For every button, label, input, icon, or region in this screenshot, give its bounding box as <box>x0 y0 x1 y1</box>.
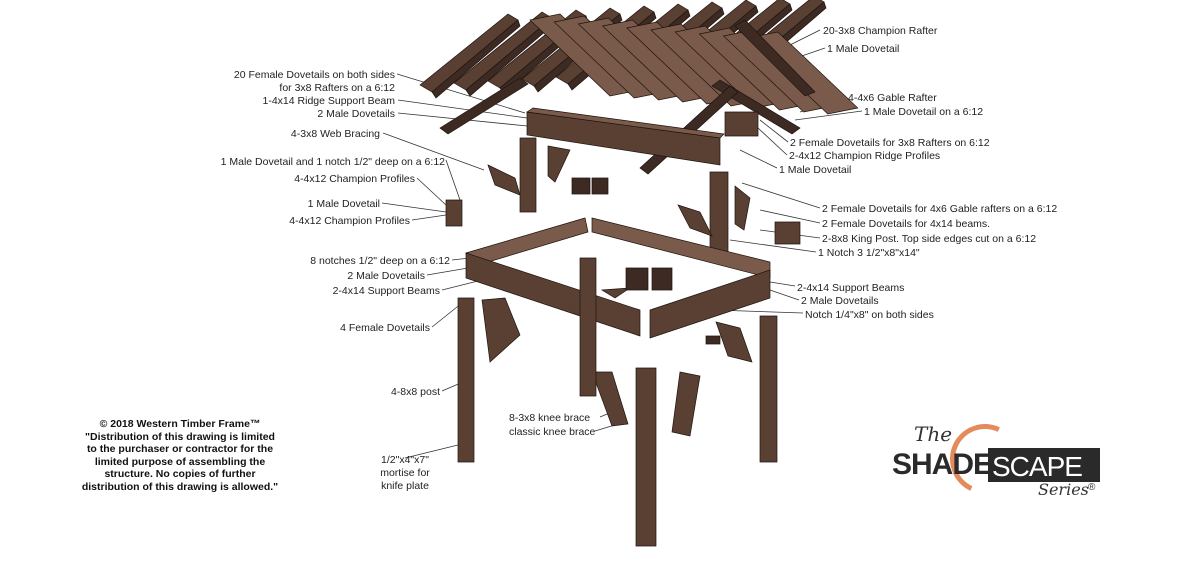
label-rafter: 20-3x8 Champion Rafter <box>823 25 938 37</box>
knee-brace <box>600 287 632 299</box>
post <box>759 315 778 463</box>
knee-brace-block <box>651 267 673 291</box>
shadescape-logo: The SHADE SCAPE Series ® <box>888 414 1108 510</box>
leader-line <box>416 177 447 206</box>
gable-rafter <box>439 77 529 135</box>
leader-line <box>789 29 821 46</box>
label-male-dovetail-top: 1 Male Dovetail <box>827 43 900 55</box>
leader-line <box>381 202 447 213</box>
knee-brace <box>481 297 521 363</box>
copyright-line: distribution of this drawing is allowed.… <box>81 480 279 493</box>
leader-line <box>397 99 528 119</box>
label-knee-brace-1: 8-3x8 knee brace <box>509 412 591 424</box>
label-male-dovetails-2a: 2 Male Dovetails <box>317 108 395 120</box>
leader-line <box>441 279 483 291</box>
leader-line <box>382 132 485 171</box>
logo-scape: SCAPE <box>992 451 1083 482</box>
leader-line <box>411 214 447 221</box>
ridge-beam-top <box>526 107 725 139</box>
label-female-4: 4 Female Dovetails <box>340 322 430 334</box>
leader-line <box>426 267 469 276</box>
web-bracing <box>547 145 571 183</box>
knee-brace <box>715 321 753 363</box>
rafter-left-side <box>431 19 521 99</box>
timber-parts <box>419 0 859 547</box>
label-female-gable: 2 Female Dovetails for 4x6 Gable rafters… <box>822 203 1058 215</box>
label-knee-brace-2: classic knee brace <box>509 426 596 438</box>
label-male-dovetail-612: 1 Male Dovetail on a 6:12 <box>864 106 984 118</box>
logo-scape-box <box>988 448 1100 482</box>
leader-line <box>396 73 526 114</box>
leader-line <box>404 443 463 459</box>
leader-line <box>759 119 789 143</box>
knee-brace-block <box>625 267 649 291</box>
king-post <box>519 137 537 213</box>
copyright-notice: © 2018 Western Timber Frame™ "Distributi… <box>80 418 280 493</box>
copyright-line: © 2018 Western Timber Frame™ <box>99 418 261 430</box>
leader-line <box>741 182 821 209</box>
leader-line <box>759 209 821 224</box>
champion-profile <box>571 177 591 195</box>
label-mortise-2: mortise for <box>380 467 430 479</box>
leader-line <box>739 149 778 169</box>
logo-shade: SHADE <box>892 448 993 481</box>
leader-line <box>445 159 461 201</box>
label-female-dovetails-3x8: 2 Female Dovetails for 3x8 Rafters on 6:… <box>790 137 990 149</box>
ridge-profile <box>724 111 759 137</box>
label-male-dovetails-2b: 2 Male Dovetails <box>347 270 425 282</box>
logo-registered-mark: ® <box>1088 482 1096 493</box>
knee-brace <box>671 371 701 437</box>
leader-line <box>769 281 796 287</box>
king-post <box>709 171 729 259</box>
label-notch-3: 1 Notch 3 1/2"x8"x14" <box>818 247 920 259</box>
champion-profile <box>445 199 463 227</box>
label-support-beams-right: 2-4x14 Support Beams <box>797 282 905 294</box>
copyright-line: limited purpose of assembling the <box>94 455 266 468</box>
web-bracing <box>487 164 521 196</box>
support-beam-front-right <box>649 269 771 339</box>
leader-line <box>757 127 788 156</box>
copyright-line: to the purchaser or contractor for the <box>86 443 274 455</box>
label-female-dovetails-2: for 3x8 Rafters on a 6:12 <box>279 82 395 94</box>
label-web-bracing: 4-3x8 Web Bracing <box>290 128 380 140</box>
gable-rafter <box>734 19 816 97</box>
logo-the: The <box>914 422 953 446</box>
knee-brace-block <box>705 335 721 345</box>
label-support-beams-left: 2-4x14 Support Beams <box>332 285 440 297</box>
label-champion-profiles-a: 4-4x12 Champion Profiles <box>294 173 415 185</box>
post <box>635 367 657 547</box>
knee-brace <box>591 371 629 427</box>
label-mortise-3: knife plate <box>381 480 429 492</box>
leader-line <box>769 289 800 301</box>
label-ridge-profiles: 2-4x12 Champion Ridge Profiles <box>789 150 941 162</box>
label-male-dovetails-2c: 2 Male Dovetails <box>801 295 879 307</box>
web-bracing <box>734 185 751 231</box>
label-notches-8: 8 notches 1/2" deep on a 6:12 <box>310 255 450 267</box>
logo-series: Series <box>1038 480 1089 499</box>
copyright-line: structure. No copies of further <box>104 468 256 480</box>
leader-line <box>729 239 817 253</box>
leader-line <box>794 110 863 121</box>
label-king-post: 2-8x8 King Post. Top side edges cut on a… <box>822 233 1037 245</box>
label-ridge-beam: 1-4x14 Ridge Support Beam <box>262 95 396 107</box>
champion-profile <box>774 221 801 245</box>
copyright-line: "Distribution of this drawing is limited <box>85 430 275 443</box>
label-dovetail-notch: 1 Male Dovetail and 1 notch 1/2" deep on… <box>220 156 445 168</box>
label-post: 4-8x8 post <box>390 386 440 398</box>
label-female-4x14: 2 Female Dovetails for 4x14 beams. <box>822 218 991 230</box>
leader-line <box>431 302 463 328</box>
post <box>579 257 597 397</box>
web-bracing <box>677 204 713 237</box>
label-male-dovetail-left: 1 Male Dovetail <box>307 198 380 210</box>
label-female-dovetails-1: 20 Female Dovetails on both sides <box>233 69 395 81</box>
post <box>457 297 475 463</box>
label-male-dovetail-mid: 1 Male Dovetail <box>779 164 852 176</box>
label-gable-rafter: 4-4x6 Gable Rafter <box>848 92 937 104</box>
champion-profile <box>591 177 609 195</box>
label-champion-profiles-b: 4-4x12 Champion Profiles <box>289 215 410 227</box>
label-notch-quarter: Notch 1/4"x8" on both sides <box>805 309 934 321</box>
label-mortise-1: 1/2"x4"x7" <box>381 454 429 466</box>
